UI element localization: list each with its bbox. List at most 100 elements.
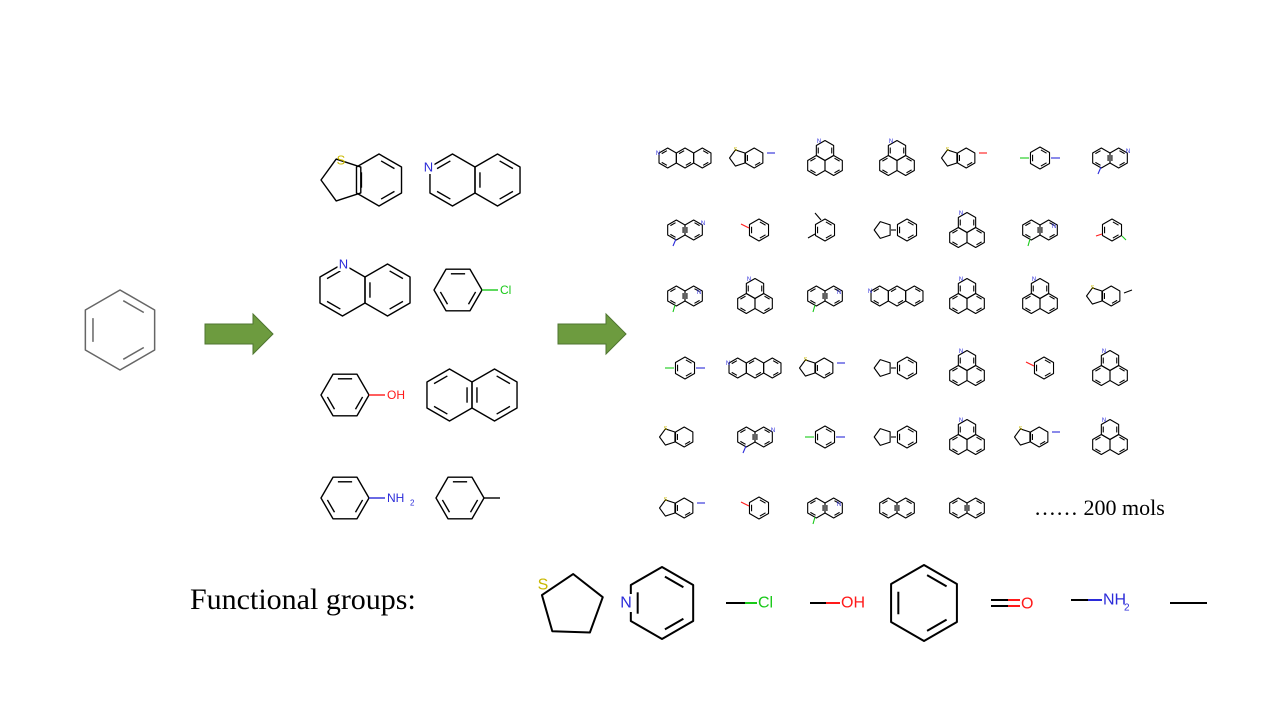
atom-label: N	[1126, 149, 1130, 155]
product-molecule	[1025, 356, 1055, 380]
product-molecule: S	[940, 147, 987, 169]
product-molecule	[665, 356, 705, 380]
atom-label: N	[656, 151, 660, 157]
atom-label: S	[804, 357, 808, 363]
product-molecule: N	[1092, 349, 1128, 387]
arrow-right-icon	[557, 312, 627, 356]
product-molecule: S	[658, 426, 694, 448]
atom-label: N	[726, 361, 730, 367]
atom-label: N	[620, 595, 632, 612]
product-molecule: N	[949, 211, 985, 249]
functional-group-amino: NH2	[1071, 592, 1130, 614]
product-molecule: N	[656, 147, 712, 169]
atom-label: N	[424, 160, 433, 175]
product-molecule: N	[949, 349, 985, 387]
atom-label: N	[959, 349, 963, 355]
product-molecule: N	[949, 418, 985, 456]
atom-label: N	[837, 502, 841, 508]
atom-label: O	[1021, 596, 1033, 613]
functional-group-chloro: Cl	[726, 595, 773, 612]
functional-group-thiophene: S	[538, 573, 604, 634]
molecule-aniline: NH 2	[320, 476, 415, 520]
product-molecule	[740, 218, 770, 242]
atom-label: NH	[1103, 592, 1126, 609]
atom-label: N	[771, 428, 775, 434]
functional-group-benzene	[890, 564, 958, 642]
atom-label: S	[1019, 426, 1023, 432]
atom-label: N	[868, 289, 872, 295]
molecule-benzothiophene: S	[320, 153, 403, 207]
atom-label: S	[946, 147, 950, 153]
atom-label: N	[697, 290, 701, 296]
product-molecule	[873, 425, 918, 449]
product-molecule: S	[728, 147, 775, 169]
atom-label: S	[664, 497, 668, 503]
product-molecule	[879, 497, 915, 519]
atom-label: 2	[410, 499, 415, 508]
product-molecule: N	[807, 285, 843, 313]
atom-label: S	[538, 577, 549, 594]
atom-label: S	[734, 147, 738, 153]
atom-label: NH	[387, 491, 404, 505]
product-molecule: S	[658, 497, 705, 519]
atom-label: N	[959, 277, 963, 283]
product-molecule	[805, 425, 845, 449]
product-molecule: N	[1022, 277, 1058, 315]
product-molecule: N	[807, 139, 843, 177]
product-molecule: N	[726, 357, 782, 379]
functional-groups-caption: Functional groups:	[190, 583, 416, 616]
atom-label: N	[959, 418, 963, 424]
atom-label: N	[747, 277, 751, 283]
atom-label: N	[817, 139, 821, 145]
product-molecule	[949, 497, 985, 519]
atom-label: OH	[387, 388, 405, 402]
product-molecule: N	[1022, 219, 1058, 247]
product-molecule: N	[879, 139, 915, 177]
product-molecule: S	[1085, 285, 1133, 307]
product-molecule: N	[1092, 147, 1130, 175]
product-molecule: N	[807, 497, 843, 525]
product-molecule	[1095, 218, 1127, 242]
molecule-isoquinoline: N	[422, 153, 521, 207]
atom-label: N	[701, 221, 705, 227]
molecule-phenol: OH	[320, 373, 405, 417]
atom-label: OH	[841, 595, 865, 612]
atom-label: 2	[1124, 603, 1130, 614]
product-molecule: S	[798, 357, 845, 379]
product-molecule: S	[1013, 426, 1060, 448]
product-molecule	[740, 496, 770, 520]
functional-group-hydroxyl: OH	[810, 595, 865, 612]
arrow-right-icon	[204, 312, 274, 356]
atom-label: Cl	[758, 595, 773, 612]
product-molecule: N	[949, 277, 985, 315]
molecule-naphthalene	[426, 368, 518, 422]
atom-label: N	[959, 211, 963, 217]
atom-label: N	[889, 139, 893, 145]
atom-label: N	[837, 290, 841, 296]
molecule-chlorobenzene: Cl	[433, 268, 511, 312]
starting-molecule-benzene	[84, 289, 156, 371]
product-molecule	[873, 218, 918, 242]
atom-label: N	[339, 257, 348, 272]
product-molecule: N	[868, 285, 924, 307]
molecule-quinoline: N	[319, 257, 411, 317]
atom-label: N	[1102, 418, 1106, 424]
molecule-toluene	[435, 476, 500, 520]
molecule-count-note: …… 200 mols	[1034, 495, 1165, 520]
atom-label: S	[664, 426, 668, 432]
product-molecule	[1020, 146, 1060, 170]
functional-group-pyridine: N	[619, 566, 695, 640]
atom-label: S	[337, 153, 346, 168]
product-molecule: N	[737, 277, 773, 315]
product-molecule	[807, 212, 836, 242]
atom-label: N	[1052, 224, 1056, 230]
atom-label: N	[1032, 277, 1036, 283]
product-molecule: N	[667, 285, 703, 313]
product-molecule	[873, 356, 918, 380]
atom-label: Cl	[500, 283, 511, 297]
product-molecule: N	[667, 219, 705, 247]
atom-label: S	[1091, 285, 1095, 291]
product-molecule: N	[1092, 418, 1128, 456]
functional-group-carbonyl: O	[991, 596, 1033, 613]
